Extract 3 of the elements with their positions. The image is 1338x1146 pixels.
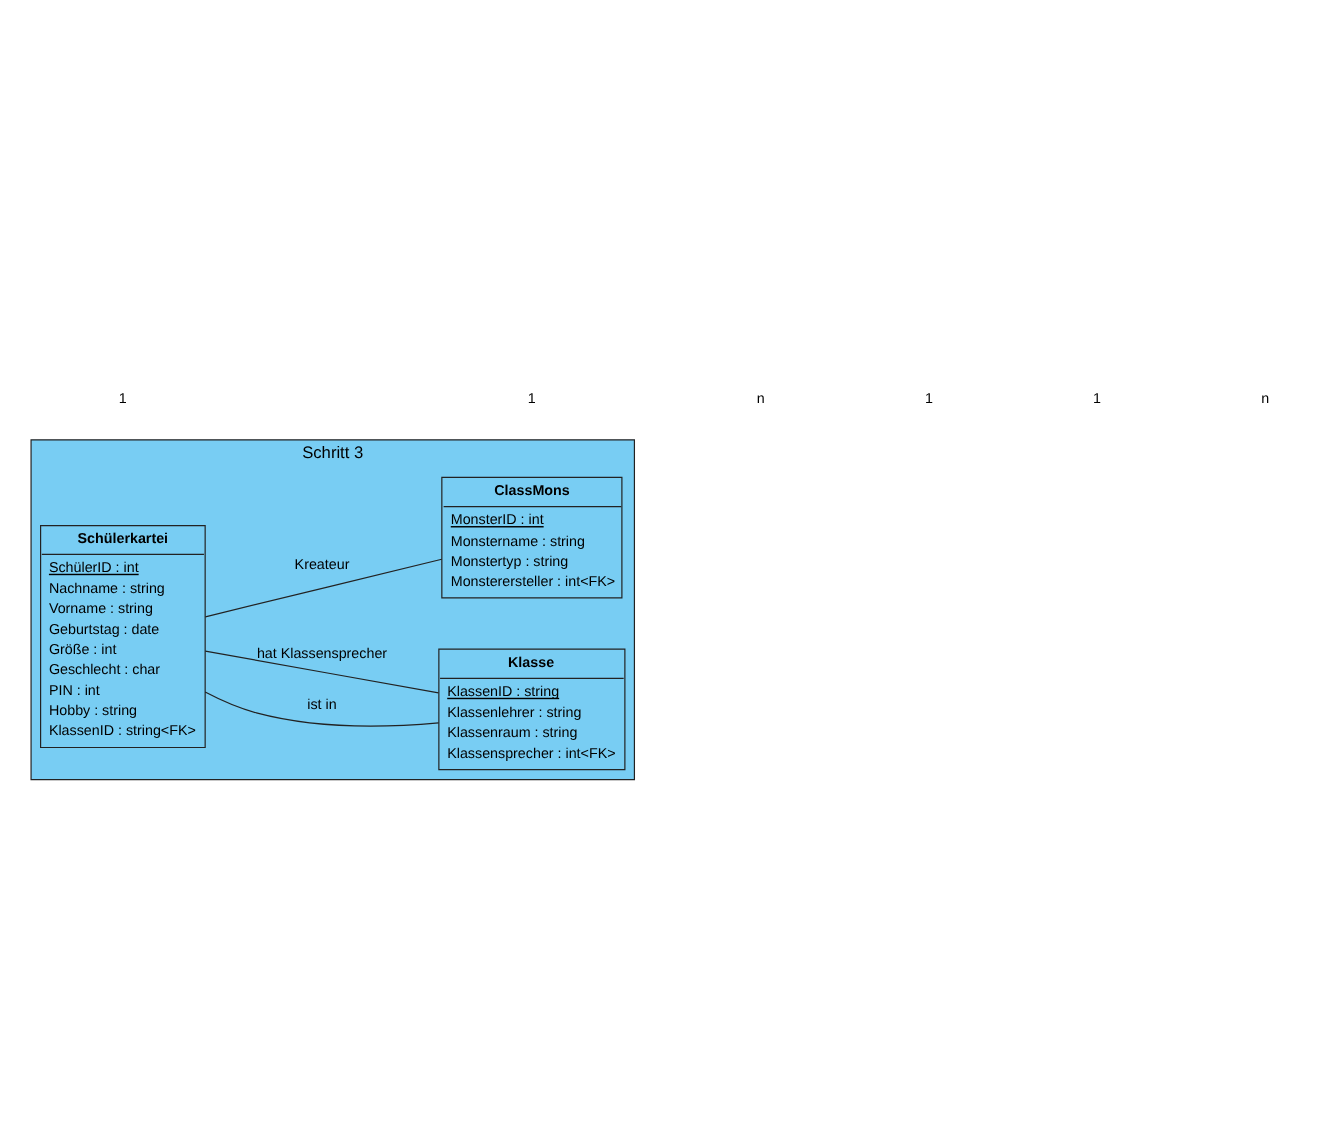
connector — [204, 649, 440, 693]
connector — [204, 557, 443, 617]
connector — [204, 690, 440, 726]
